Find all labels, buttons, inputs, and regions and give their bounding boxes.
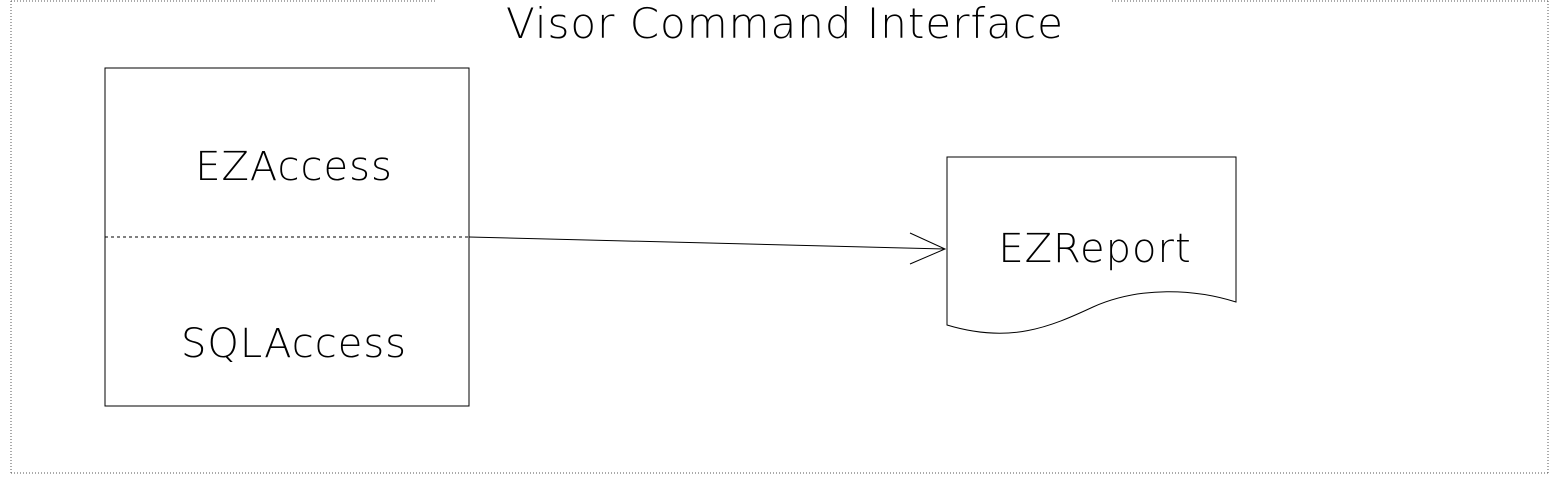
arrow-shaft [468,236,946,250]
report-document: EZReport [946,156,1237,334]
arrow-head [909,232,947,265]
diagram-title: Visor Command Interface [506,0,1064,48]
ezaccess-label: EZAccess [195,144,393,190]
connector-arrow [468,232,947,265]
ezreport-label: EZReport [998,226,1191,272]
access-box: EZAccess SQLAccess [104,67,470,407]
outer-frame [10,0,1549,474]
sqlaccess-label: SQLAccess [181,321,407,367]
report-document-shape [946,156,1237,334]
